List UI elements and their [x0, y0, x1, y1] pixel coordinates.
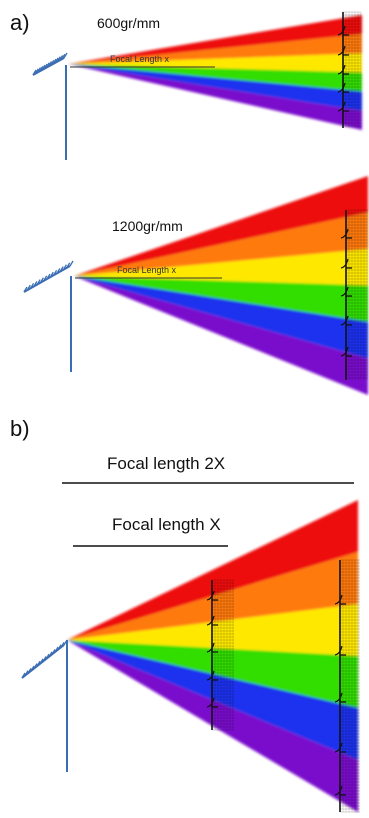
spectral-peak-marker [337, 25, 349, 36]
detector-600 [337, 11, 362, 128]
detector-b-near [206, 579, 234, 731]
grating-groove [41, 64, 46, 71]
grating-groove [39, 66, 44, 72]
grating-groove [43, 63, 48, 70]
spectral-peak-marker [206, 642, 218, 653]
band-orange [74, 212, 368, 276]
spectral-peak-marker [334, 785, 346, 796]
grating-600 [32, 52, 68, 160]
grating-groove [62, 264, 67, 271]
grating-groove [48, 651, 53, 658]
grating-groove [60, 642, 65, 648]
spectral-peak-marker [337, 45, 349, 56]
grating-groove [43, 275, 48, 282]
grating-groove [39, 277, 44, 284]
spectral-peak-marker [340, 258, 352, 269]
spectral-peak-marker [334, 645, 346, 656]
grating-groove [30, 282, 35, 289]
band-green [68, 64, 362, 92]
spectral-peak-marker [340, 286, 352, 297]
grating-groove [27, 667, 32, 674]
grating-groove [21, 672, 26, 679]
band-orange [68, 34, 362, 64]
grating-groove [46, 273, 51, 280]
spectral-peak-marker [337, 64, 349, 75]
grating-groove [36, 660, 41, 667]
fan-1200 [74, 176, 368, 395]
groove-density-600-label: 600gr/mm [97, 15, 160, 31]
band-yellow [68, 53, 362, 73]
spectral-peak-marker [334, 594, 346, 605]
spectral-peak-marker [340, 346, 352, 357]
panel-b-label: b) [10, 416, 30, 441]
grating-1200 [23, 260, 74, 372]
band-violet [68, 64, 362, 130]
grating-groove [61, 53, 66, 60]
grating-groove [32, 69, 37, 76]
spectral-peak-marker [340, 315, 352, 326]
grating-groove [54, 646, 59, 653]
grating-groove [36, 279, 41, 285]
spectral-peak-marker [334, 742, 346, 753]
spectral-peak-marker [206, 590, 218, 601]
grating-groove [59, 266, 64, 272]
panel-a-label: a) [10, 10, 30, 35]
band-yellow [74, 249, 368, 286]
detector-1200 [340, 209, 368, 380]
focal-length-1200-label: Focal Length x [117, 265, 177, 275]
band-red [74, 176, 368, 276]
grating-groove [57, 644, 62, 651]
grating-groove [26, 284, 31, 291]
grating-groove [66, 262, 71, 269]
grating-groove [59, 55, 64, 61]
band-red [67, 500, 358, 640]
groove-density-1200-label: 1200gr/mm [112, 218, 183, 234]
grating-groove [33, 663, 38, 669]
grating-groove [53, 269, 58, 276]
grating-groove [24, 670, 29, 676]
focal-length-600-label: Focal Length x [110, 54, 170, 64]
grating-groove [39, 658, 44, 665]
band-red [68, 15, 362, 64]
grating-groove [34, 68, 39, 75]
spectral-peak-marker [206, 615, 218, 626]
grating-groove [63, 52, 68, 59]
grating-groove [69, 260, 74, 267]
fan-600 [68, 15, 362, 130]
band-violet [74, 276, 368, 395]
spectral-peak-marker [206, 670, 218, 681]
grating-groove [56, 56, 61, 62]
grating-b [21, 639, 68, 772]
grating-groove [45, 62, 50, 69]
grating-groove [52, 58, 57, 65]
grating-groove [49, 271, 54, 278]
spectral-peak-marker [337, 101, 349, 112]
spectral-peak-marker [340, 228, 352, 239]
focal-length-x-label: Focal length X [112, 515, 221, 534]
grating-groove [45, 653, 50, 660]
spectral-peak-marker [206, 697, 218, 708]
grating-groove [47, 61, 53, 67]
grating-groove [42, 656, 47, 662]
focal-length-2x-label: Focal length 2X [107, 454, 225, 473]
spectral-peak-marker [334, 692, 346, 703]
detector-b-far [334, 559, 360, 813]
spectral-peak-marker [337, 82, 349, 93]
grating-groove [23, 286, 28, 293]
grating-groove [54, 57, 59, 64]
grating-groove [50, 59, 55, 66]
band-blue [68, 64, 362, 111]
grating-groove [51, 649, 56, 655]
grating-groove [30, 665, 35, 672]
grating-groove [36, 67, 41, 73]
grating-groove [56, 268, 61, 274]
grating-groove [33, 281, 38, 287]
